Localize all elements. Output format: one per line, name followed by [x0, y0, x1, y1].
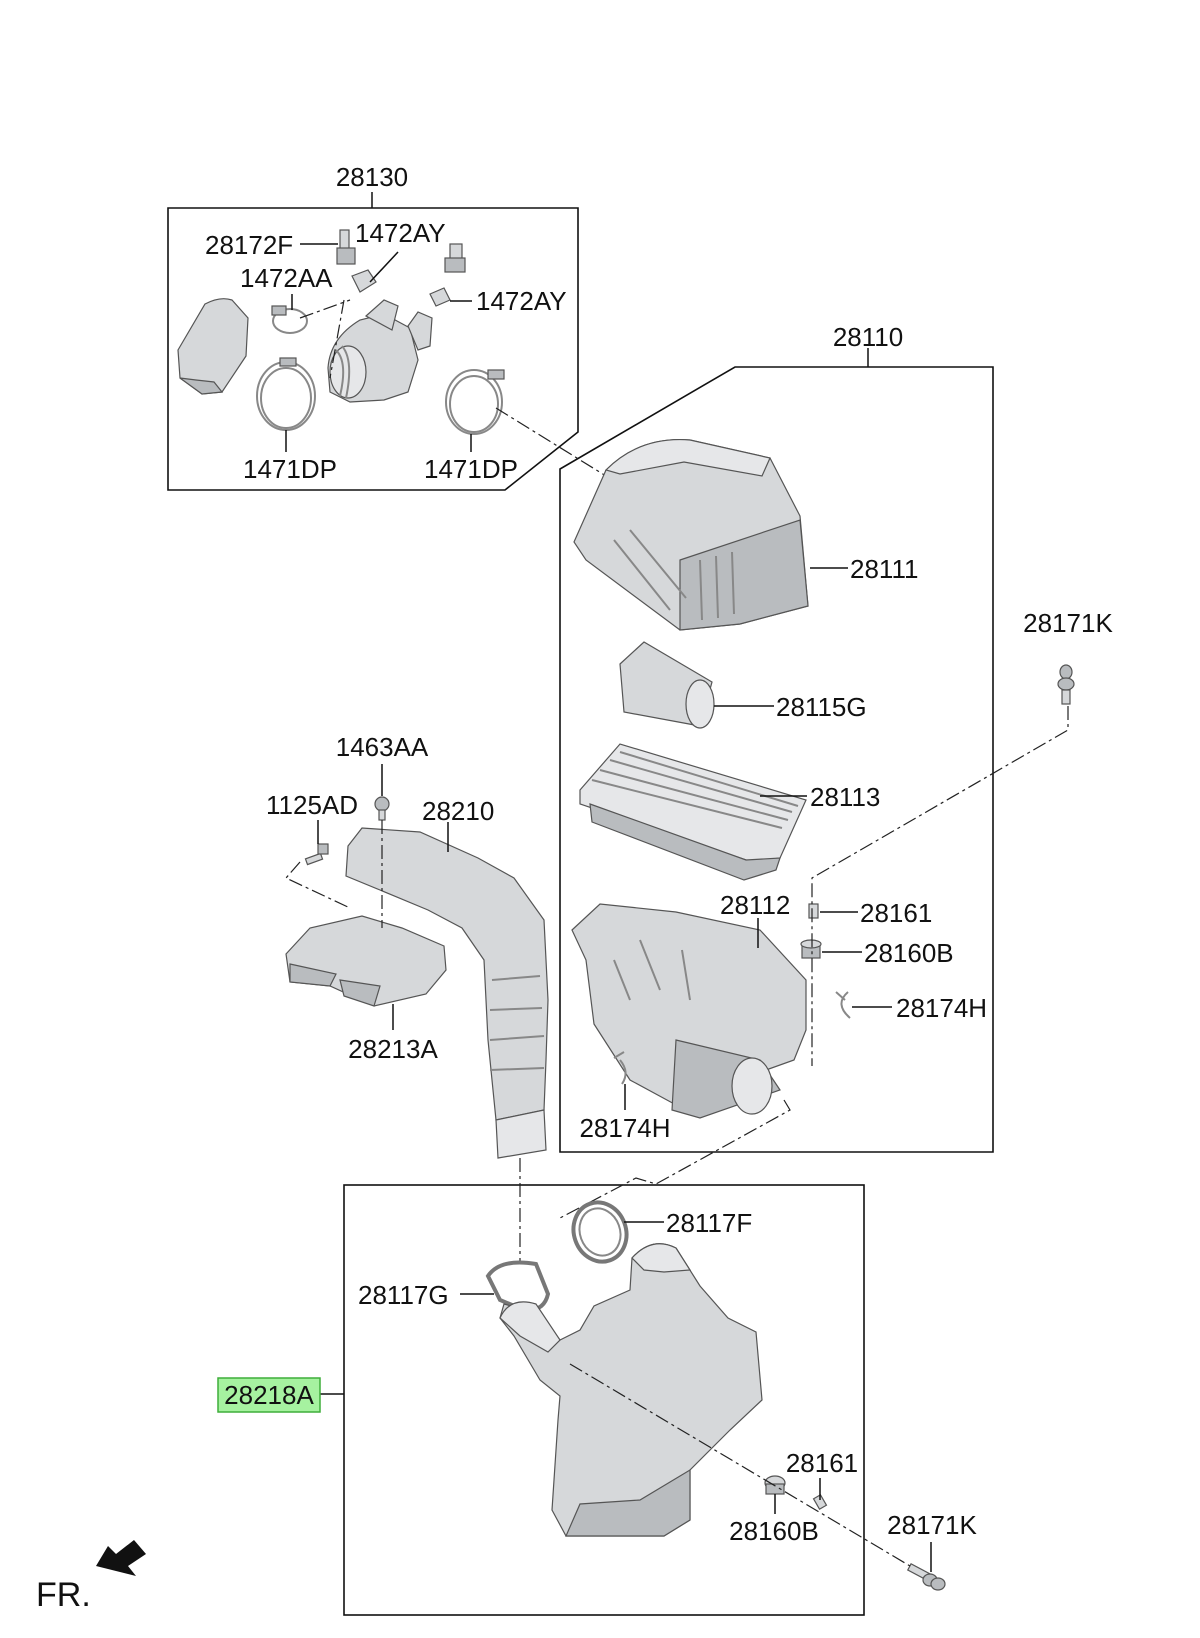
label-28112: 28112	[720, 890, 790, 920]
dashline-28130-to-28111	[495, 407, 607, 477]
seal-28117f-part	[571, 1200, 629, 1264]
dashline-28171k-bottom	[569, 1363, 911, 1567]
air-filter-element-part	[579, 743, 807, 881]
label-28171k-bottom: 28171K	[887, 1510, 977, 1540]
air-duct-28210-part	[345, 827, 549, 1159]
collar-28161-top-part	[808, 903, 819, 919]
resonator-28213a-part	[285, 915, 447, 1007]
air-cleaner-cover-part	[573, 438, 809, 631]
label-28161-top: 28161	[860, 898, 932, 928]
air-cleaner-body-part	[571, 903, 807, 1119]
dashline-body-to-28117f	[559, 1099, 791, 1219]
label-1471dp-right: 1471DP	[424, 454, 518, 484]
air-intake-hose-part	[327, 299, 433, 403]
label-28174h-right: 28174H	[896, 993, 987, 1023]
air-guide-28115g-part	[619, 641, 715, 729]
grommet-28160b-top-part	[800, 939, 822, 959]
label-28115g: 28115G	[776, 692, 867, 722]
group-box-28218a	[343, 1184, 865, 1616]
label-1125ad: 1125AD	[266, 790, 358, 820]
bolt-1125ad-part	[304, 843, 329, 866]
collar-28161-bottom-part	[812, 1493, 828, 1511]
label-1472ay-right: 1472AY	[476, 286, 567, 316]
group-box-28130	[167, 207, 579, 491]
label-1471dp-left: 1471DP	[243, 454, 337, 484]
label-front: FR.	[36, 1576, 91, 1614]
clip-28174h-right-part	[835, 991, 851, 1019]
label-28160b-top: 28160B	[864, 938, 954, 968]
label-28113: 28113	[810, 782, 880, 812]
grommet-28160b-bottom-part	[764, 1475, 786, 1495]
label-1463aa: 1463AA	[336, 732, 429, 762]
bolt-28171k-bottom-part	[906, 1562, 946, 1591]
clamp-1471dp-left-part	[256, 357, 316, 431]
group-box-28110	[559, 366, 994, 1153]
dashline-1125ad	[285, 861, 351, 909]
label-28210: 28210	[422, 796, 494, 826]
label-28117g: 28117G	[358, 1280, 449, 1310]
hose-1472ay-right-part	[429, 287, 451, 307]
label-28161-bottom: 28161	[786, 1448, 858, 1478]
label-28160b-bottom: 28160B	[729, 1516, 819, 1546]
dashline-28130-a	[299, 299, 351, 379]
resonator-28218a-part	[499, 1243, 763, 1537]
front-arrow-icon	[96, 1540, 146, 1576]
leader-1472ay-top	[369, 251, 399, 283]
label-1472ay-top: 1472AY	[355, 218, 446, 248]
clip-1463aa-part	[374, 796, 390, 821]
clip-28174h-bottom-part	[613, 1051, 627, 1085]
highlight-28218a	[217, 1377, 321, 1413]
air-duct-cover-part	[177, 298, 249, 395]
clamp-1472aa-part	[271, 305, 308, 334]
hose-1472ay-top-part	[351, 269, 377, 293]
label-28111: 28111	[850, 554, 918, 584]
fitting-right-part	[444, 243, 466, 273]
label-28130: 28130	[336, 162, 408, 192]
label-28117f: 28117F	[666, 1208, 752, 1238]
bolt-28171k-top-part	[1057, 664, 1075, 705]
label-28172f: 28172F	[205, 230, 293, 260]
label-28213a: 28213A	[348, 1034, 438, 1064]
clamp-1471dp-right-part	[445, 369, 505, 435]
label-28174h-bottom: 28174H	[579, 1113, 670, 1143]
label-1472aa: 1472AA	[240, 263, 333, 293]
label-28110: 28110	[833, 322, 903, 352]
label-28218a: 28218A	[224, 1380, 314, 1410]
dashline-28171k-top	[811, 706, 1069, 1066]
label-28171k-top: 28171K	[1023, 608, 1113, 638]
sensor-28172f-part	[336, 229, 356, 265]
